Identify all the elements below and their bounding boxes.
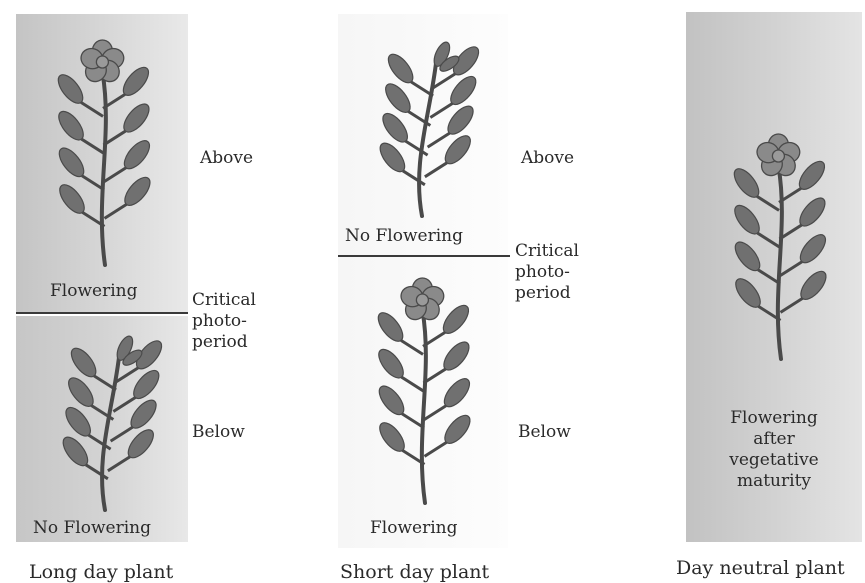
leaf-shape	[374, 309, 408, 346]
branch-shape	[94, 376, 116, 390]
leaf-shape	[64, 374, 98, 411]
leaf-shape	[731, 275, 765, 312]
leaf-shape	[440, 411, 474, 447]
branch-shape	[401, 377, 423, 391]
leaf-shape	[796, 231, 830, 267]
flower-center-shape	[96, 56, 108, 68]
short-day-top-result: No Flowering	[345, 226, 463, 247]
branch-shape	[780, 262, 802, 276]
branch-shape	[104, 168, 126, 182]
leaf-shape	[795, 157, 829, 193]
branch-shape	[424, 442, 446, 456]
leaf-shape	[376, 139, 410, 176]
leaf-shape	[439, 301, 473, 337]
short-day-critical-line	[338, 255, 510, 257]
leaf-shape	[375, 382, 409, 419]
day-neutral-flowering-plant	[716, 118, 846, 363]
long-day-top-result: Flowering	[50, 281, 137, 302]
branch-shape	[428, 133, 450, 147]
branch-shape	[758, 270, 780, 284]
leaf-shape	[55, 181, 89, 218]
short-day-non-flowering-plant	[362, 30, 482, 220]
long-day-critical-label: Critical photo- period	[192, 290, 256, 353]
branch-shape	[104, 204, 126, 218]
short-day-critical-label: Critical photo- period	[515, 241, 579, 304]
stem-shape	[102, 354, 119, 510]
leaf-shape	[119, 63, 153, 99]
branch-shape	[108, 457, 130, 471]
leaf-shape	[381, 80, 415, 117]
long-day-non-flowering-plant	[45, 324, 165, 514]
branch-shape	[81, 139, 103, 153]
short-day-caption: Short day plant	[340, 562, 489, 583]
long-day-caption: Long day plant	[29, 562, 173, 583]
leaf-shape	[378, 109, 412, 146]
short-day-bottom-result: Flowering	[370, 518, 457, 539]
long-day-flowering-plant	[40, 24, 170, 269]
short-day-above-label: Above	[521, 148, 574, 169]
branch-shape	[780, 298, 802, 312]
branch-shape	[425, 163, 447, 177]
leaf-shape	[119, 100, 153, 136]
day-neutral-result: Flowering after vegetative maturity	[686, 408, 862, 492]
short-day-below-label: Below	[518, 422, 571, 443]
branch-shape	[424, 406, 446, 420]
short-day-flowering-plant	[360, 262, 490, 507]
branch-shape	[82, 176, 104, 190]
branch-shape	[401, 340, 423, 354]
long-day-bottom-result: No Flowering	[33, 518, 151, 539]
long-day-above-label: Above	[200, 148, 253, 169]
leaf-shape	[730, 201, 764, 238]
branch-shape	[757, 233, 779, 247]
leaf-shape	[439, 338, 473, 374]
leaf-shape	[796, 267, 830, 303]
branch-shape	[111, 427, 133, 441]
long-day-below-label: Below	[192, 422, 245, 443]
leaf-shape	[61, 403, 95, 440]
flower-center-shape	[416, 294, 428, 306]
stem-shape	[778, 166, 782, 359]
leaf-shape	[374, 345, 408, 382]
branch-shape	[402, 414, 424, 428]
leaf-shape	[731, 238, 765, 275]
branch-shape	[430, 104, 452, 118]
leaf-shape	[120, 137, 154, 173]
leaf-shape	[54, 71, 88, 108]
leaf-shape	[440, 375, 474, 411]
flower-center-shape	[772, 150, 784, 162]
leaf-shape	[375, 419, 409, 456]
stem-shape	[419, 60, 436, 216]
stem-shape	[422, 310, 426, 503]
branch-shape	[433, 74, 455, 88]
branch-shape	[81, 102, 103, 116]
leaf-shape	[795, 194, 829, 230]
leaf-shape	[54, 107, 88, 144]
branch-shape	[116, 368, 138, 382]
long-day-critical-line	[16, 312, 188, 314]
leaf-shape	[55, 144, 89, 181]
branch-shape	[113, 398, 135, 412]
leaf-shape	[59, 433, 93, 470]
leaf-shape	[67, 344, 101, 381]
branch-shape	[403, 171, 425, 185]
branch-shape	[86, 465, 108, 479]
branch-shape	[411, 82, 433, 96]
leaf-shape	[384, 50, 418, 87]
leaf-shape	[120, 173, 154, 209]
branch-shape	[757, 196, 779, 210]
leaf-shape	[730, 165, 764, 202]
stem-shape	[102, 72, 106, 265]
day-neutral-caption: Day neutral plant	[676, 558, 845, 579]
